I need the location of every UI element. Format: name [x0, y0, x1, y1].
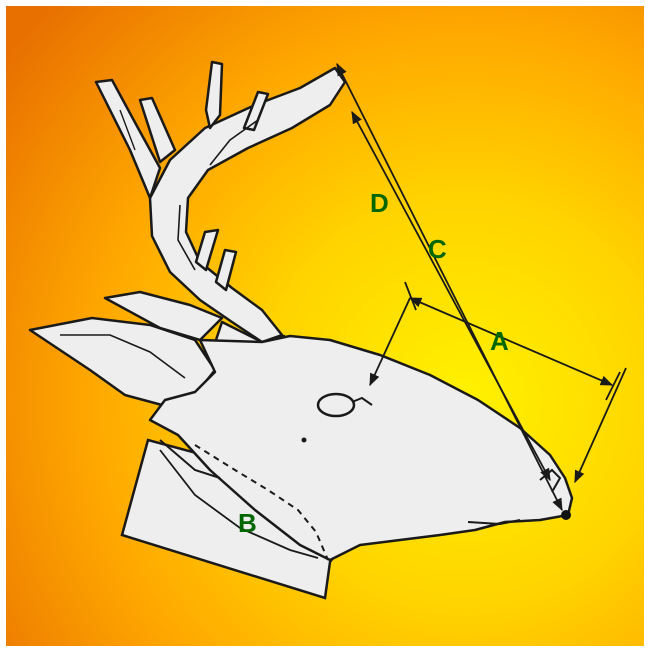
label-c: C — [428, 234, 447, 264]
nostril-dot — [302, 438, 307, 443]
nose-tip-point — [561, 510, 571, 520]
label-b: B — [238, 508, 257, 538]
label-d: D — [370, 188, 389, 218]
label-a: A — [490, 326, 509, 356]
